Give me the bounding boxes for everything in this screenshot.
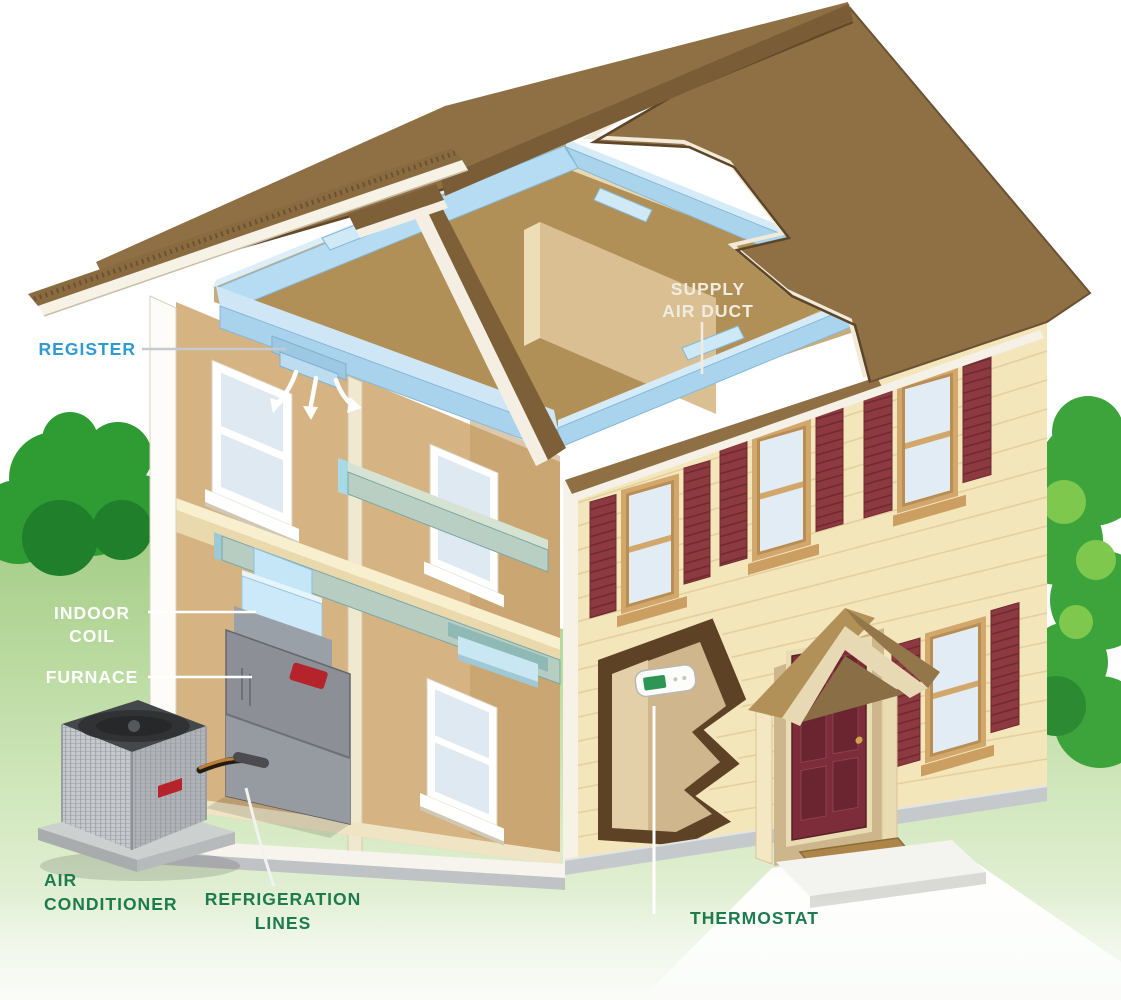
thermostat-screen <box>643 675 667 691</box>
label-air-conditioner-line1: AIR <box>44 870 77 890</box>
line-insulation-sleeve <box>233 752 269 768</box>
window-upper-1 <box>589 459 711 628</box>
label-indoor-coil-line1: INDOOR <box>54 603 130 623</box>
duct-register-boot <box>448 622 548 688</box>
furnace-shadow <box>206 796 350 838</box>
first-floor-surface <box>176 796 560 866</box>
attic <box>212 138 901 453</box>
left-eave <box>28 148 469 317</box>
portico-roof <box>748 608 940 726</box>
refrigeration-lines-leader-line <box>244 787 276 887</box>
ridge-beam <box>441 4 853 196</box>
second-floor-duct <box>338 458 549 573</box>
left-foundation <box>150 852 565 890</box>
label-thermostat: THERMOSTAT <box>690 908 819 928</box>
entry-portico <box>748 608 986 908</box>
front-eave-fascia <box>572 330 1044 501</box>
register <box>271 335 347 389</box>
duct-boot <box>681 325 745 361</box>
furnace <box>206 628 351 838</box>
window-upper-2 <box>719 405 844 575</box>
label-air-conditioner-line2: CONDITIONER <box>44 894 178 914</box>
house <box>28 2 1092 908</box>
roof <box>28 2 1092 501</box>
door-knob <box>855 736 863 744</box>
front-eave <box>565 377 884 494</box>
portico-post-left <box>755 709 773 865</box>
refrigeration-lines <box>196 752 269 774</box>
window-upper-3 <box>863 351 992 527</box>
corner-board <box>563 476 578 869</box>
second-floor-slab-top <box>176 498 560 650</box>
air-conditioner-unit <box>38 700 240 881</box>
attic-partition-wall <box>524 222 716 414</box>
register-airflow-arrows <box>270 369 362 420</box>
label-supply-air-duct-line1: SUPPLY <box>671 279 745 299</box>
thermostat <box>634 664 697 698</box>
duct-boot <box>593 187 653 223</box>
label-refrigeration-lines-line1: REFRIGERATION <box>205 889 362 909</box>
label-register: REGISTER <box>39 339 136 359</box>
interior-cutaway <box>150 302 565 890</box>
left-base-trim <box>150 838 565 878</box>
indoor-coil <box>234 570 332 668</box>
interior-window-lower <box>420 677 504 846</box>
attic-supply-duct <box>212 138 901 453</box>
furnace-badge <box>289 662 328 689</box>
label-indoor-coil-line2: COIL <box>69 626 115 646</box>
roof-cut-shadow <box>589 91 872 383</box>
ac-badge <box>158 778 182 798</box>
label-furnace: FURNACE <box>46 667 139 687</box>
thermostat-cutaway <box>598 617 750 848</box>
ac-cabinet <box>61 700 207 850</box>
label-refrigeration-lines-line2: LINES <box>255 913 312 933</box>
gable-truss <box>348 184 566 466</box>
bottom-fade <box>0 895 1121 1000</box>
label-supply-air-duct-line2: AIR DUCT <box>662 301 754 321</box>
